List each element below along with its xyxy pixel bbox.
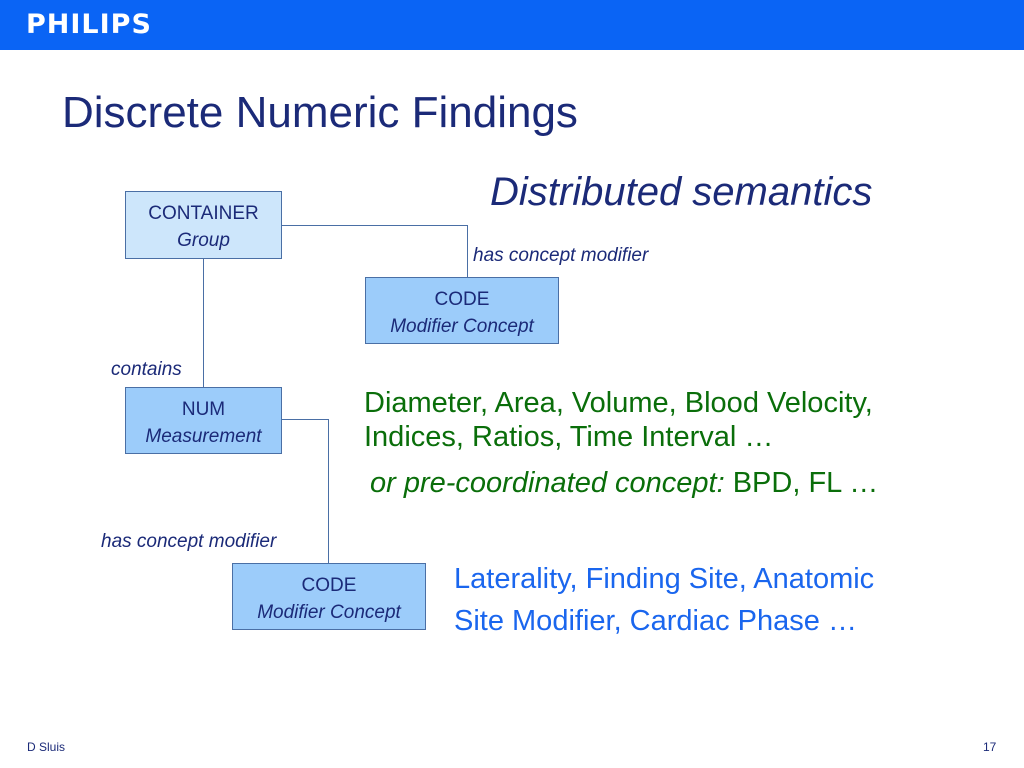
num-box: NUM Measurement: [125, 387, 282, 454]
relation-label: has concept modifier: [473, 245, 649, 266]
box-type: CODE: [301, 575, 357, 596]
slide-title: Discrete Numeric Findings: [62, 88, 578, 137]
box-role: Measurement: [145, 426, 262, 447]
box-type: CODE: [434, 289, 490, 310]
connector: [203, 258, 204, 388]
box-role: Modifier Concept: [257, 602, 401, 623]
precoordinated-line: or pre-coordinated concept: BPD, FL …: [370, 466, 878, 500]
slide-subtitle: Distributed semantics: [490, 170, 873, 214]
box-role: Modifier Concept: [390, 316, 534, 337]
box-type: NUM: [181, 399, 226, 420]
connector: [281, 225, 468, 226]
precoord-label: or pre-coordinated concept:: [370, 467, 725, 499]
box-type: CONTAINER: [148, 203, 259, 224]
connector: [328, 419, 329, 563]
measurement-line-2: Indices, Ratios, Time Interval …: [364, 421, 774, 453]
modifier-line-1: Laterality, Finding Site, Anatomic: [454, 563, 875, 595]
philips-logo: PHILIPS: [26, 9, 152, 40]
code-modifier-box-2: CODE Modifier Concept: [232, 563, 426, 630]
page-number: 17: [983, 740, 997, 754]
relation-label: has concept modifier: [101, 531, 277, 552]
precoord-values: BPD, FL …: [732, 467, 879, 499]
footer-author: D Sluis: [27, 740, 66, 754]
code-modifier-box-1: CODE Modifier Concept: [365, 277, 559, 344]
modifier-line-2: Site Modifier, Cardiac Phase …: [454, 605, 857, 637]
box-role: Group: [177, 230, 230, 251]
relation-label: contains: [111, 359, 182, 380]
container-box: CONTAINER Group: [125, 191, 282, 259]
connector: [281, 419, 329, 420]
header-bar: [0, 0, 1024, 50]
measurement-line-1: Diameter, Area, Volume, Blood Velocity,: [364, 387, 873, 419]
connector: [467, 225, 468, 277]
